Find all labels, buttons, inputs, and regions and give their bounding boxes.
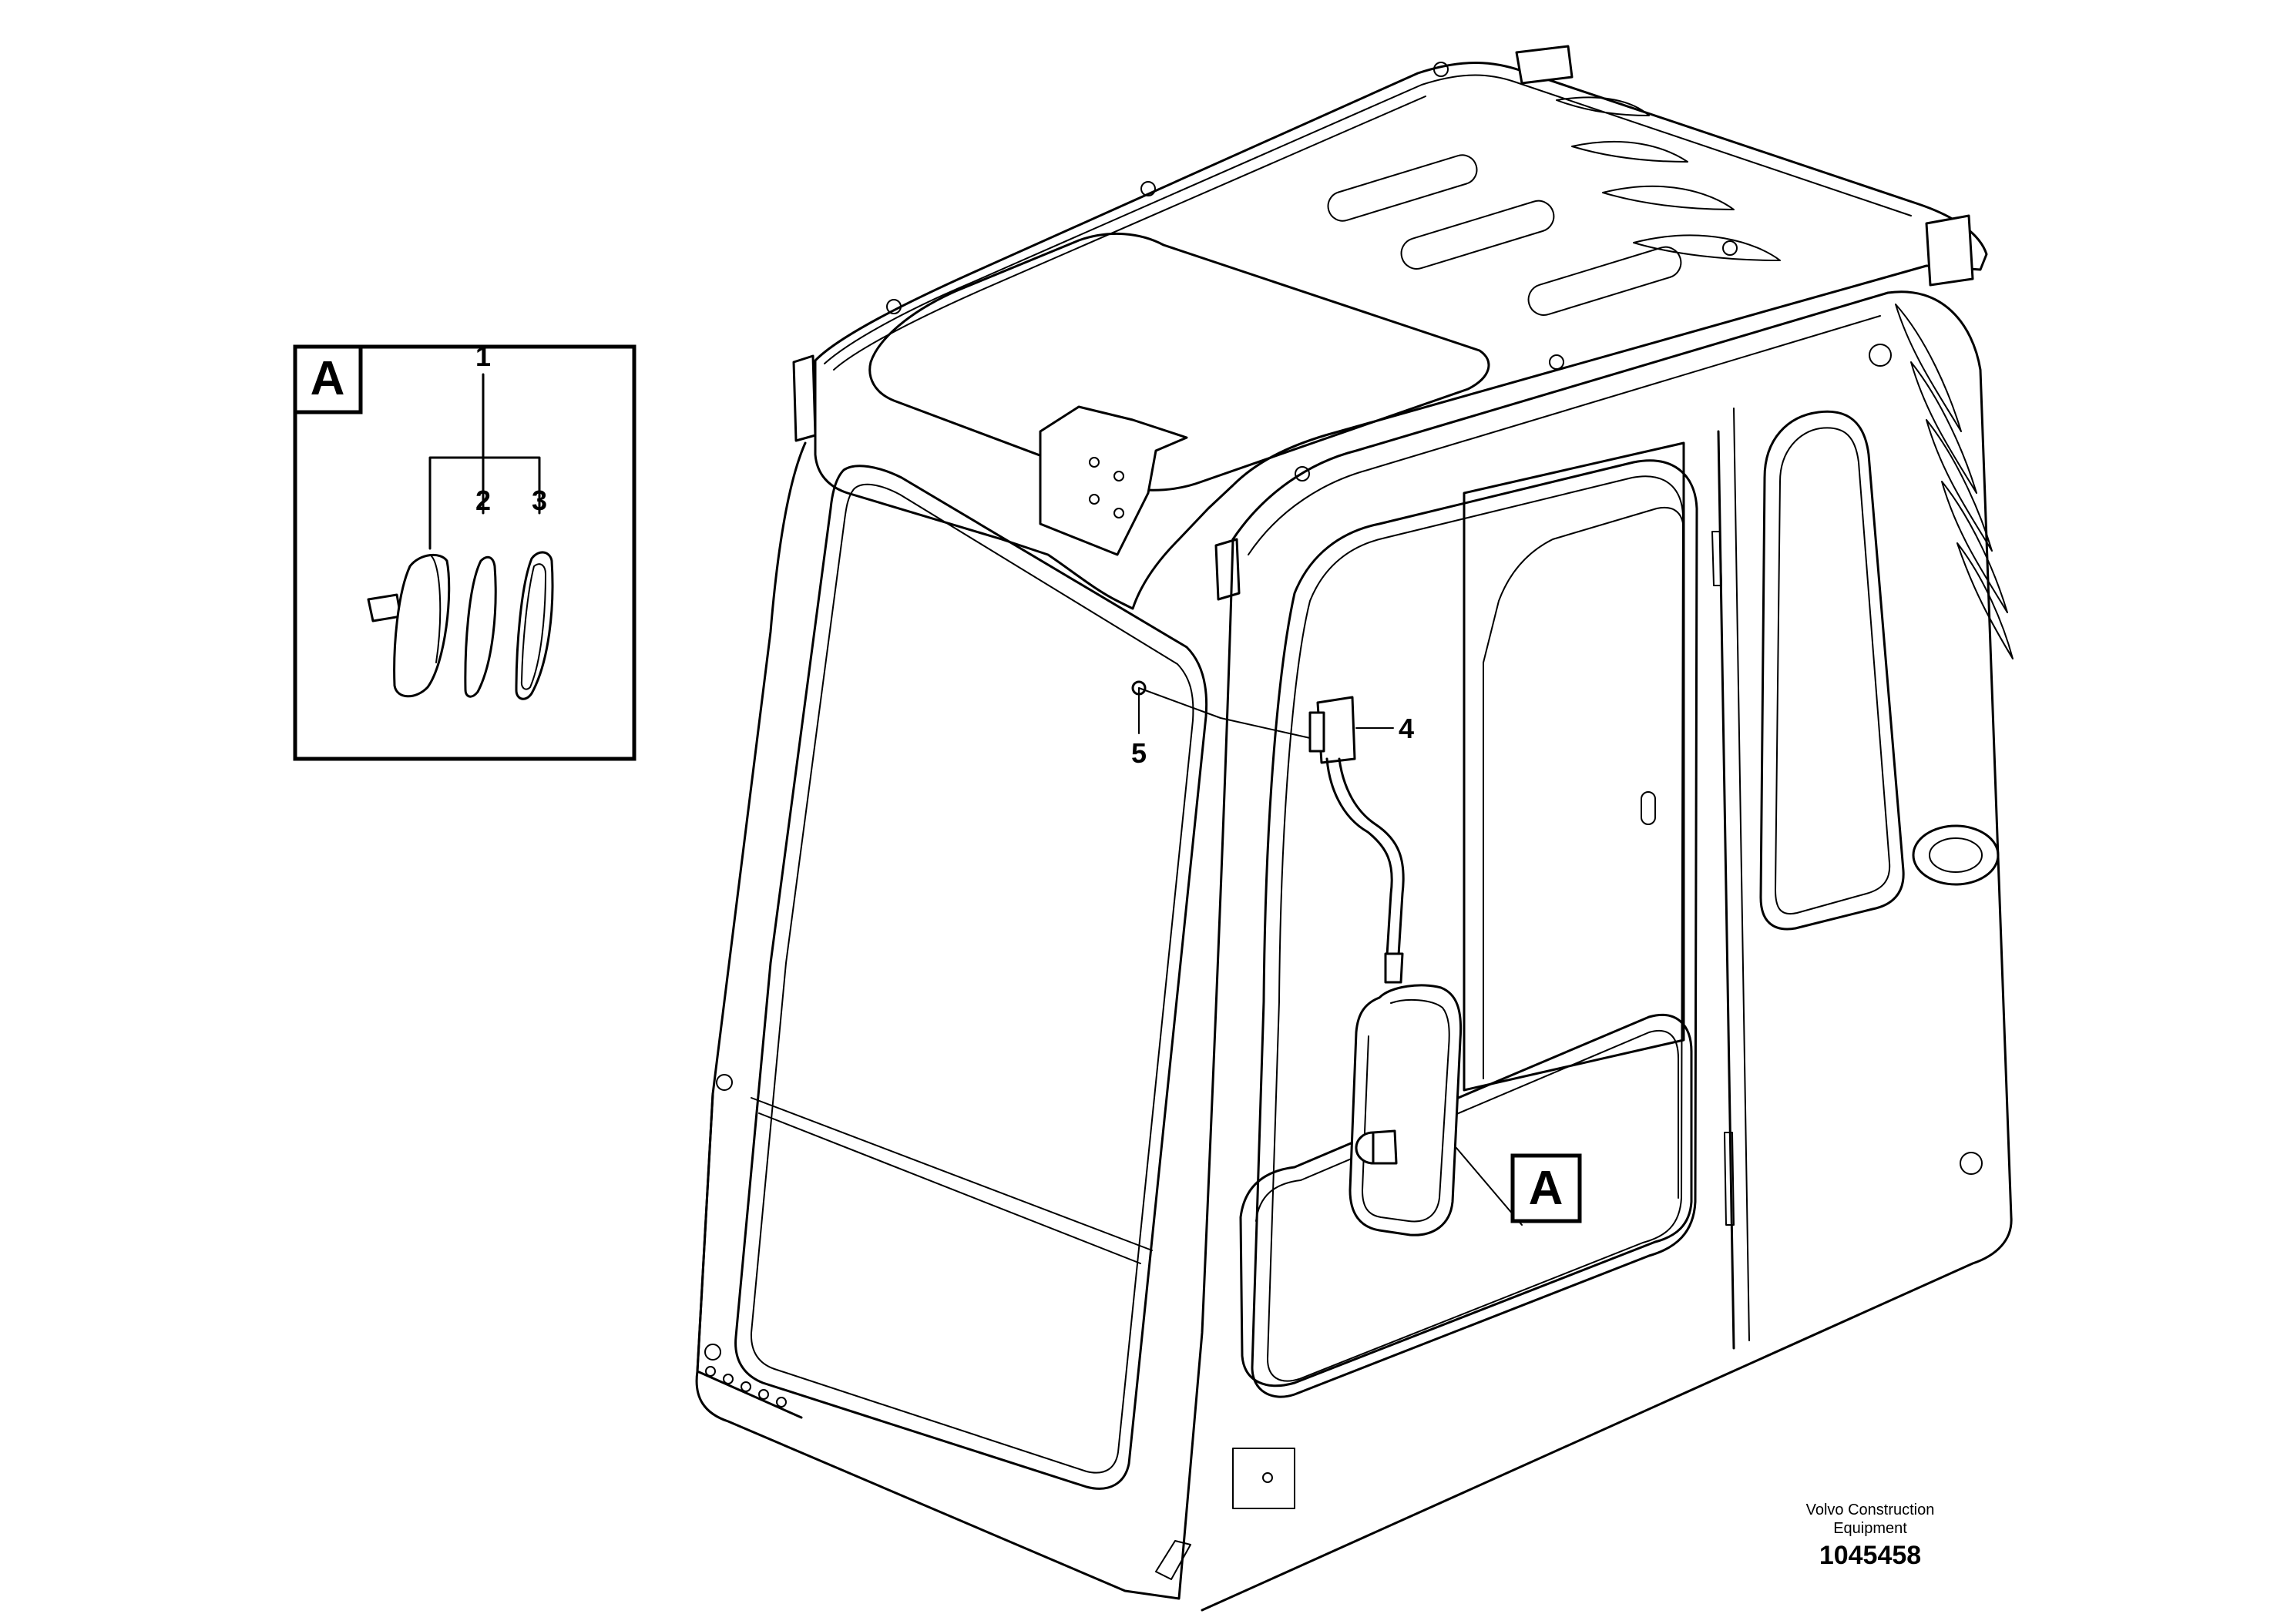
callout-5: 5 xyxy=(1131,737,1147,769)
callout-1: 1 xyxy=(475,341,491,372)
callout-3: 3 xyxy=(532,485,547,516)
brand-caption: Volvo Construction Equipment xyxy=(1755,1501,1986,1538)
mirror-glass-part xyxy=(464,555,497,698)
mirror-gasket-part xyxy=(515,551,554,700)
leader-line-4 xyxy=(1138,687,1311,739)
brand-line-2: Equipment xyxy=(1833,1520,1907,1537)
detail-ref-a: A xyxy=(1510,1153,1582,1223)
drawing-number: 1045458 xyxy=(1819,1541,1922,1570)
operator-cab xyxy=(695,45,2014,1612)
brand-line-1: Volvo Construction xyxy=(1805,1502,1935,1518)
mirror-assembly xyxy=(1308,696,1463,1236)
detail-box-a: A 1 2 3 xyxy=(293,341,636,761)
detail-box-label: A xyxy=(311,352,345,405)
callout-4: 4 xyxy=(1399,713,1414,744)
callout-2: 2 xyxy=(475,485,491,516)
detail-ref-label: A xyxy=(1529,1162,1563,1215)
mirror-housing-part xyxy=(367,553,451,698)
